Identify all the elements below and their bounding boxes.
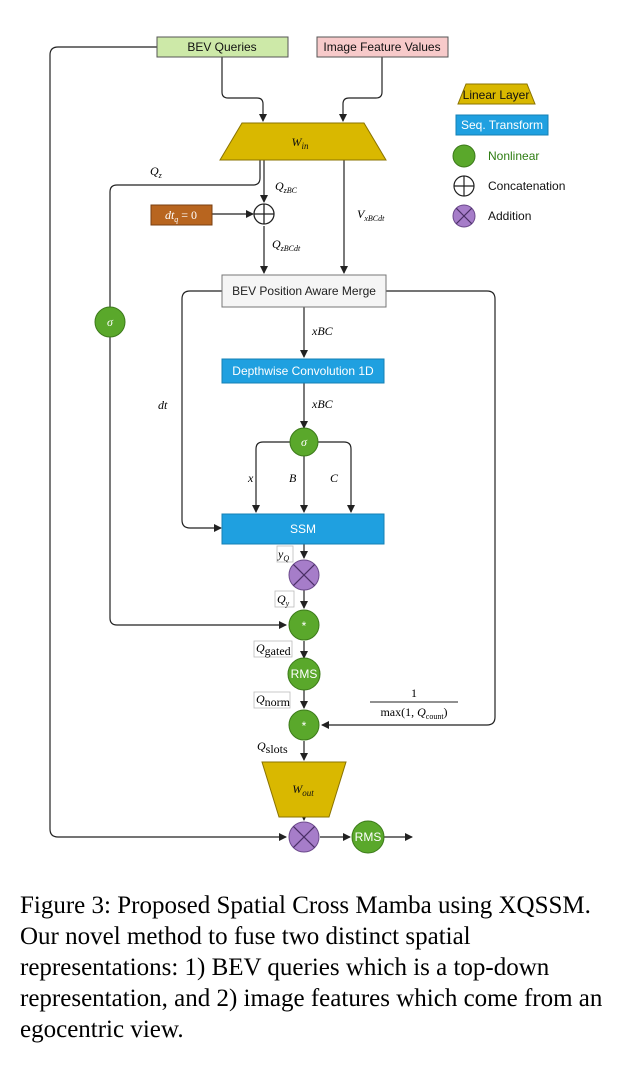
legend-nonlinear: Nonlinear: [452, 144, 539, 168]
rms-1-label: RMS: [291, 667, 318, 681]
figure-caption: Figure 3: Proposed Spatial Cross Mamba u…: [20, 892, 603, 1043]
multiply-2-label: *: [302, 719, 307, 733]
edge-c: [318, 441, 355, 513]
w-in-block: Win: [219, 122, 387, 161]
legend: Linear Layer Seq. Transform Nonlinear Co…: [452, 83, 565, 228]
label-y-q: yQ: [277, 547, 289, 563]
addition-node-1: [288, 559, 320, 591]
label-q-gated: Qgated: [256, 641, 291, 658]
legend-concatenation: Concatenation: [453, 175, 565, 197]
edge-img-to-win: [339, 57, 383, 122]
addition-node-2: [288, 821, 320, 853]
legend-addition: Addition: [452, 204, 531, 228]
label-q-y: Qy: [277, 592, 290, 608]
label-v-xbcdt: VxBCdt: [357, 207, 385, 223]
bev-queries-box: BEV Queries: [156, 36, 289, 58]
edge-qz-lower: [109, 337, 287, 629]
legend-seq-transform-label: Seq. Transform: [461, 118, 543, 132]
edge-x: [252, 441, 290, 513]
label-q-zbcdt: QzBCdt: [272, 237, 301, 253]
label-xbc-2: xBC: [311, 397, 334, 411]
ssm-box: SSM: [221, 513, 385, 545]
merge-label: BEV Position Aware Merge: [232, 284, 376, 298]
legend-concatenation-label: Concatenation: [488, 179, 565, 193]
legend-nonlinear-label: Nonlinear: [488, 149, 539, 163]
count-fraction: 1 max(1, Qcount): [370, 686, 458, 721]
sigma-left-node: σ: [94, 306, 126, 338]
edge-bev-to-win: [221, 57, 267, 122]
label-q-z: Qz: [150, 164, 163, 180]
legend-linear-layer-label: Linear Layer: [463, 88, 530, 102]
image-features-box: Image Feature Values: [316, 36, 449, 58]
w-in-label: Win: [291, 135, 309, 151]
connectors: [49, 46, 496, 841]
label-q-norm: Qnorm: [256, 692, 291, 709]
edge-count: [321, 290, 496, 729]
merge-box: BEV Position Aware Merge: [221, 274, 387, 308]
sigma-left-label: σ: [107, 315, 114, 329]
label-xbc-1: xBC: [311, 324, 334, 338]
fraction-numerator: 1: [411, 686, 417, 700]
legend-addition-label: Addition: [488, 209, 531, 223]
sigma-mid-label: σ: [301, 435, 308, 449]
bev-queries-label: BEV Queries: [187, 40, 256, 54]
edge-bev-skip: [49, 46, 287, 841]
label-q-norm-group: Qnorm: [253, 691, 291, 709]
conv-label: Depthwise Convolution 1D: [232, 364, 374, 378]
label-q-zbc: QzBC: [275, 179, 298, 195]
label-dt: dt: [158, 398, 168, 412]
legend-seq-transform: Seq. Transform: [455, 114, 549, 136]
multiply-node-2: *: [288, 709, 320, 741]
dt-init-box: dtq = 0: [150, 204, 213, 226]
rms-2-label: RMS: [355, 830, 382, 844]
edge-qz: [109, 160, 261, 307]
ssm-label: SSM: [290, 522, 316, 536]
fraction-denominator: max(1, Qcount): [380, 705, 447, 721]
image-features-label: Image Feature Values: [323, 40, 440, 54]
label-x: x: [247, 471, 254, 485]
w-out-block: Wout: [261, 761, 347, 818]
label-q-gated-group: Qgated: [253, 640, 293, 658]
sigma-mid-node: σ: [289, 427, 319, 457]
multiply-node-1: *: [288, 609, 320, 641]
xqssm-diagram: BEV Queries Image Feature Values Win Qz …: [49, 36, 565, 854]
w-out-label: Wout: [292, 782, 314, 798]
label-q-slots: Qslots: [257, 739, 288, 756]
multiply-1-label: *: [302, 619, 307, 633]
label-y-q-group: yQ: [276, 545, 294, 563]
label-q-y-group: Qy: [274, 590, 295, 608]
conv-box: Depthwise Convolution 1D: [221, 358, 385, 384]
label-b: B: [289, 471, 297, 485]
rms-node-2: RMS: [351, 820, 385, 854]
rms-node-1: RMS: [287, 657, 321, 691]
edge-dt: [181, 290, 222, 532]
legend-linear-layer: Linear Layer: [457, 83, 536, 105]
label-c: C: [330, 471, 339, 485]
concat-icon: [253, 203, 275, 225]
dt-init-label: dtq = 0: [165, 208, 197, 224]
